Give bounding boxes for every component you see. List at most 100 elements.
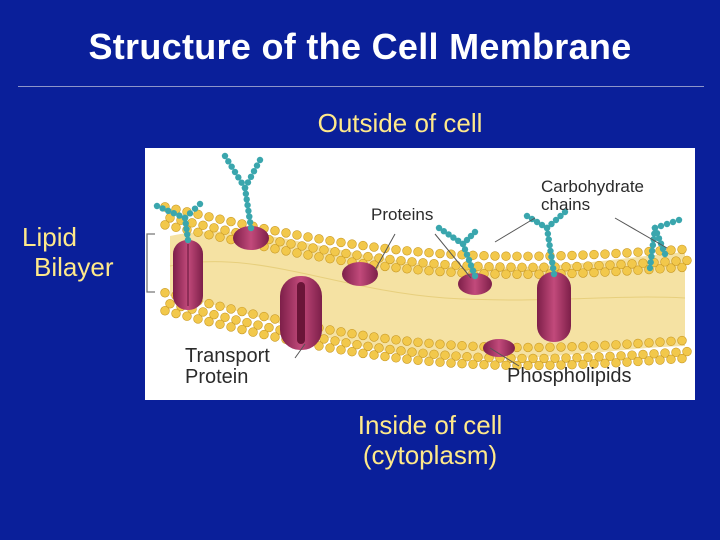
phospholipid-head (391, 335, 401, 345)
phospholipid-head (303, 232, 313, 242)
phospholipid-head (160, 306, 170, 316)
phospholipid-head (501, 360, 511, 371)
phospholipid-head (545, 360, 555, 370)
phospholipid-head (490, 360, 500, 370)
phospholipid-head (512, 251, 522, 261)
phospholipid-head (457, 341, 467, 351)
phospholipid-head (407, 347, 417, 357)
phospholipid-head (424, 338, 434, 349)
phospholipid-head (341, 248, 351, 259)
phospholipid-head (677, 353, 687, 364)
phospholipid-head (550, 353, 560, 363)
phospholipid-head (473, 352, 483, 362)
phospholipid-head (336, 345, 346, 355)
transport-label-line1: Transport (185, 345, 270, 367)
phospholipid-head (424, 356, 434, 367)
phospholipid-head (638, 349, 648, 360)
phospholipid-head (270, 226, 280, 236)
phospholipid-head (649, 349, 659, 359)
phospholipid-head (215, 301, 225, 312)
phospholipid-head (589, 249, 599, 260)
phospholipid-head (424, 266, 434, 276)
phospholipid-head (633, 338, 643, 349)
phospholipid-head (561, 353, 571, 363)
phospholipid-head (435, 339, 445, 349)
phospholipid-head (539, 353, 549, 364)
phospholipid-head (363, 251, 373, 262)
phospholipid-head (556, 342, 566, 352)
phospholipid-head (567, 360, 577, 370)
phospholipid-head (556, 360, 566, 370)
phospholipid-head (325, 253, 335, 264)
phospholipid-head (237, 324, 247, 335)
outside-of-cell-label: Outside of cell (317, 108, 483, 138)
phospholipid-head (660, 348, 670, 358)
phospholipid-head (638, 258, 648, 268)
phospholipid-head (314, 252, 324, 262)
phospholipid-head (677, 262, 687, 273)
phospholipid-head (380, 351, 390, 362)
phospholipid-head (633, 356, 643, 367)
phospholipid-head (468, 359, 478, 369)
phospholipid-head (215, 319, 225, 330)
phospholipid-head (605, 351, 615, 362)
phospholipid-head (237, 306, 247, 317)
phospholipid-head (644, 338, 654, 348)
phospholipid-head (534, 342, 544, 353)
phospholipid-head (600, 358, 610, 369)
phospholipid-head (270, 244, 280, 254)
phospholipid-head (352, 250, 362, 260)
carbohydrate-chain (241, 156, 264, 192)
membrane-illustration (146, 152, 692, 371)
phospholipid-head (374, 343, 384, 353)
phospholipid-head (270, 332, 280, 342)
phospholipid-head (270, 314, 280, 324)
carbohydrate-chain (459, 228, 479, 248)
phospholipid-head (220, 225, 230, 235)
inside-label-line1: Inside of cell (357, 410, 503, 440)
phospholipid-head (182, 311, 192, 321)
phospholipid-head (479, 360, 489, 370)
phospholipid-head (264, 322, 274, 333)
carbohydrate-chain (221, 152, 255, 232)
phospholipid-head (440, 350, 450, 360)
phospholipid-head (572, 353, 582, 363)
phospholipid-head (594, 260, 604, 271)
carbohydrate-chain (181, 200, 204, 222)
phospholipid-head (215, 214, 225, 224)
phospholipid-head (160, 288, 170, 298)
phospholipid-head (528, 353, 538, 364)
phospholipid-head (655, 337, 665, 347)
phospholipid-head (468, 341, 478, 351)
phospholipid-head (429, 259, 439, 269)
phospholipid-head (171, 308, 181, 319)
phospholipid-head (325, 325, 335, 335)
phospholipid-head (336, 237, 346, 248)
phospholipid-head (611, 340, 621, 350)
protein-middle (342, 262, 378, 286)
phospholipid-head (248, 309, 258, 319)
phospholipid-head (616, 351, 626, 361)
phospholipid-head (523, 251, 533, 261)
phospholipid-head (226, 304, 236, 314)
phospholipid-head (292, 248, 302, 258)
phospholipid-head (325, 343, 335, 353)
phospholipid-head (633, 265, 643, 275)
phospholipid-head (561, 262, 571, 272)
phospholipid-head (385, 344, 395, 355)
phospholipid-head (402, 246, 412, 256)
phospholipid-head (495, 262, 505, 272)
phospholipid-head (451, 351, 461, 361)
phospholipid-head (226, 216, 236, 227)
phospholipid-head (589, 341, 599, 351)
phospholipid-head (407, 257, 417, 267)
phospholipid-head (424, 248, 434, 258)
phospholipid-head (671, 347, 681, 358)
phospholipid-head (308, 243, 318, 253)
phospholipid-head (644, 356, 654, 366)
proteins-label: Proteins (371, 205, 434, 224)
phospholipid-head (567, 268, 577, 279)
phospholipid-head (572, 261, 582, 272)
phospholipid-head (666, 263, 676, 273)
phospholipid-head (187, 218, 197, 228)
